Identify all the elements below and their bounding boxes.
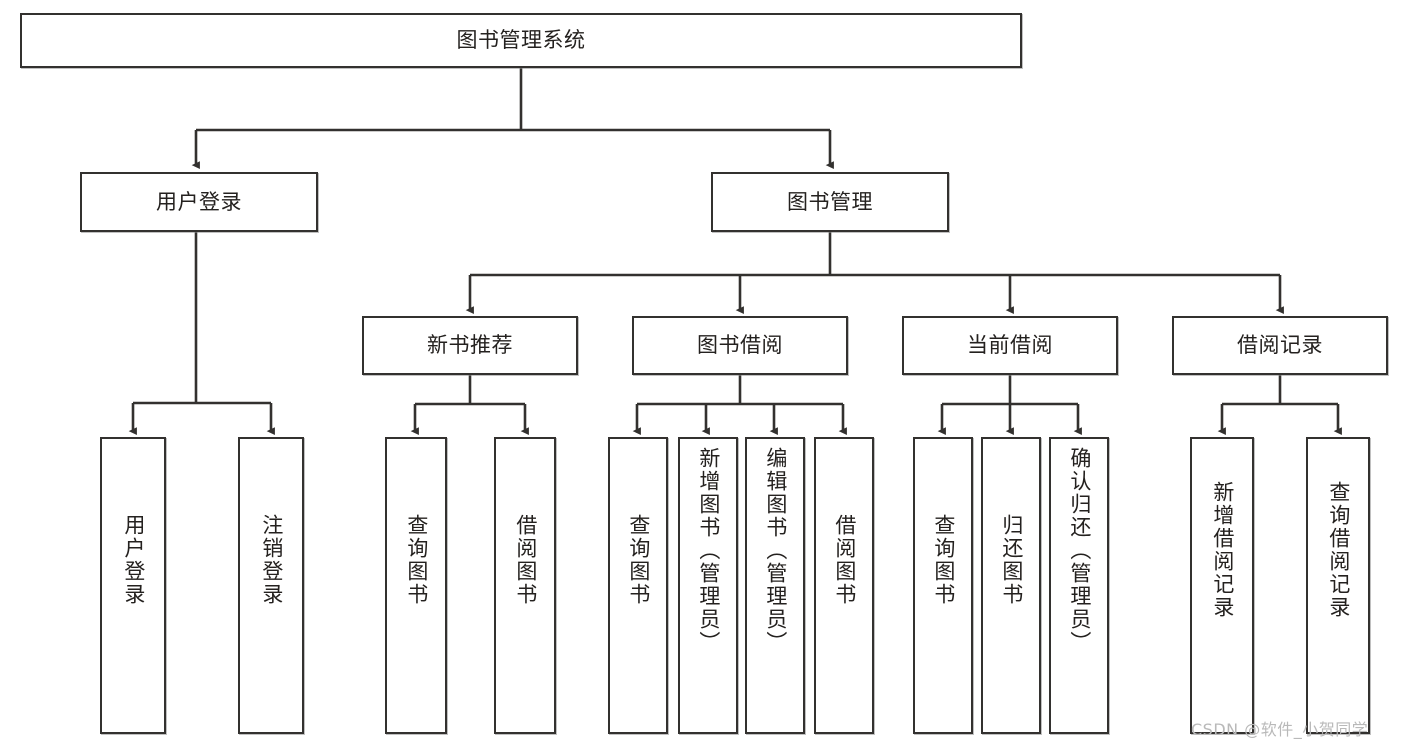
node-label: 新书推荐: [427, 333, 513, 358]
node-label: 借阅图书: [832, 514, 857, 606]
node-label: 编辑图书（管理员）: [763, 447, 788, 654]
node-book-management[interactable]: 图书管理: [711, 172, 949, 232]
leaf-borrow-book[interactable]: 借阅图书: [814, 437, 874, 734]
leaf-confirm-return-admin[interactable]: 确认归还（管理员）: [1049, 437, 1109, 734]
node-label: 借阅记录: [1237, 333, 1323, 358]
leaf-query-book-recommend[interactable]: 查询图书: [385, 437, 447, 734]
node-label: 查询图书: [404, 514, 429, 606]
node-label: 归还图书: [999, 514, 1024, 606]
leaf-edit-book-admin[interactable]: 编辑图书（管理员）: [745, 437, 805, 734]
node-book-borrow[interactable]: 图书借阅: [632, 316, 848, 375]
node-label: 查询图书: [931, 514, 956, 606]
leaf-add-borrow-record[interactable]: 新增借阅记录: [1190, 437, 1254, 734]
node-label: 查询借阅记录: [1326, 481, 1351, 619]
node-borrow-record[interactable]: 借阅记录: [1172, 316, 1388, 375]
node-label: 确认归还（管理员）: [1067, 447, 1092, 654]
node-label: 借阅图书: [513, 514, 538, 606]
node-root-book-management-system[interactable]: 图书管理系统: [20, 13, 1022, 68]
node-label: 新增图书（管理员）: [696, 447, 721, 654]
node-label: 用户登录: [121, 514, 146, 606]
leaf-borrow-book-recommend[interactable]: 借阅图书: [494, 437, 556, 734]
leaf-add-book-admin[interactable]: 新增图书（管理员）: [678, 437, 738, 734]
leaf-query-book-current[interactable]: 查询图书: [913, 437, 973, 734]
node-label: 图书管理系统: [456, 28, 586, 53]
node-current-borrow[interactable]: 当前借阅: [902, 316, 1118, 375]
node-label: 注销登录: [259, 514, 284, 606]
leaf-return-book[interactable]: 归还图书: [981, 437, 1041, 734]
leaf-query-borrow-record[interactable]: 查询借阅记录: [1306, 437, 1370, 734]
node-label: 图书管理: [787, 189, 873, 214]
node-label: 当前借阅: [967, 333, 1053, 358]
node-new-book-recommend[interactable]: 新书推荐: [362, 316, 578, 375]
node-label: 用户登录: [156, 189, 242, 214]
node-label: 查询图书: [626, 514, 651, 606]
leaf-user-login[interactable]: 用户登录: [100, 437, 166, 734]
csdn-watermark: CSDN @软件_小贺同学: [1191, 720, 1369, 739]
node-label: 新增借阅记录: [1210, 481, 1235, 619]
leaf-query-book-borrow[interactable]: 查询图书: [608, 437, 668, 734]
node-label: 图书借阅: [697, 333, 783, 358]
leaf-logout-login[interactable]: 注销登录: [238, 437, 304, 734]
node-user-login[interactable]: 用户登录: [80, 172, 318, 232]
